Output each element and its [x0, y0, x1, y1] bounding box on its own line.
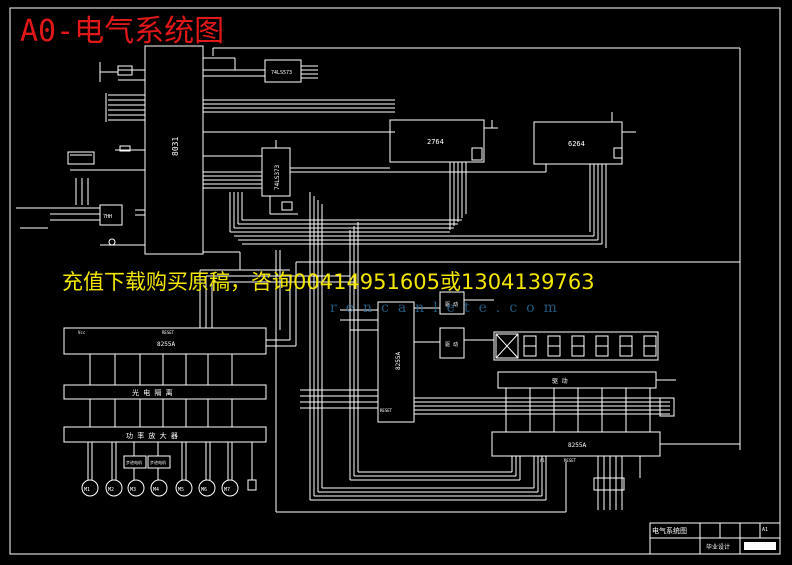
driver-b-label: 驱 动: [445, 341, 458, 348]
stepper-box-2: [147, 455, 171, 469]
motor-4: [150, 479, 168, 497]
latch-top-label: 74LS573: [271, 70, 292, 76]
timer-label: 7HH: [103, 214, 112, 220]
motor-lines: [87, 442, 257, 491]
titleblock-name: 电气系统图: [652, 526, 687, 535]
motor-label-4: M4: [153, 487, 159, 493]
motor-6: [198, 479, 216, 497]
ppi-mid-label: 8255A: [395, 352, 402, 370]
titleblock-school: 毕业设计: [706, 543, 730, 551]
driver-a-label: 驱 动: [445, 301, 458, 308]
titleblock-size: A1: [762, 527, 768, 533]
eprom-label: 2764: [427, 138, 444, 146]
display-digit-lines: [505, 379, 676, 418]
motor-label-5: M5: [178, 487, 184, 493]
ppi-left-label: 8255A: [157, 341, 175, 348]
opto-to-amp-lines: [89, 399, 233, 427]
drawing-frame: [9, 7, 781, 555]
motor-circles: [81, 479, 239, 497]
driver-bar: [497, 371, 657, 389]
motor-label-3: M3: [130, 487, 136, 493]
cpu-label: 8031: [171, 137, 180, 156]
motor-7: [221, 479, 239, 497]
motor-3: [127, 479, 145, 497]
ppi-left-vcc: Vcc: [78, 330, 86, 335]
motor-label-1: M1: [84, 487, 90, 493]
sram-label: 6264: [568, 140, 585, 148]
latch-74ls573: [264, 59, 302, 83]
ppi-right-a1: A1: [540, 458, 545, 463]
keypad-connector: [593, 456, 641, 510]
driver-c-label: 驱 动: [552, 378, 568, 385]
motor-label-7: M7: [224, 487, 230, 493]
stepper-label-2: 步进电机: [150, 459, 166, 465]
motor-label-6: M6: [201, 487, 207, 493]
cpu-right-pins: [203, 57, 395, 253]
opto-label: 光 电 隔 离: [132, 388, 173, 397]
cpu-left-pins: [67, 62, 145, 246]
interconnect-bus: [199, 192, 741, 513]
title-block: [649, 522, 781, 555]
memory-data-bus: [229, 162, 607, 248]
stepper-box-1: [123, 455, 147, 469]
ppi-mid-8255a: [377, 301, 415, 423]
power-amp-block: [63, 426, 267, 443]
seven-segment-display: [493, 331, 659, 361]
ppi-left-reset: RESET: [162, 330, 175, 335]
opto-isolation-block: [63, 384, 267, 400]
watermark-text: rencanlete.com: [330, 300, 566, 316]
ppi-right-top-pins: [505, 418, 651, 432]
ppi-mid-left-pins: [300, 309, 378, 409]
ppi-left-outputs: [89, 354, 233, 385]
eprom-2764: [389, 119, 485, 163]
ppi-mid-reset: RESET: [380, 408, 393, 413]
motor-1: [81, 479, 99, 497]
ppi-left-8255a: [63, 327, 267, 355]
motor-label-2: M2: [108, 487, 114, 493]
timer-block: [99, 204, 123, 226]
ad-banner-text: 充值下载购买原稿，咨询0041495160​5或1304139763: [62, 270, 595, 294]
drawing-title: A0-电气系统图: [20, 14, 225, 49]
driver-box-b: [439, 327, 465, 359]
motor-2: [105, 479, 123, 497]
driver-box-a: [439, 291, 465, 315]
motor-5: [175, 479, 193, 497]
latch-mid-label: 74LS373: [274, 164, 281, 190]
ppi-mid-right-pins: [414, 307, 670, 415]
sram-6264: [533, 121, 623, 165]
ppi-right-label: 8255A: [568, 442, 586, 449]
amp-label: 功 率 放 大 器: [126, 431, 178, 440]
ppi-right-reset: RESET: [564, 458, 577, 463]
stepper-label-1: 步进电机: [126, 459, 142, 465]
